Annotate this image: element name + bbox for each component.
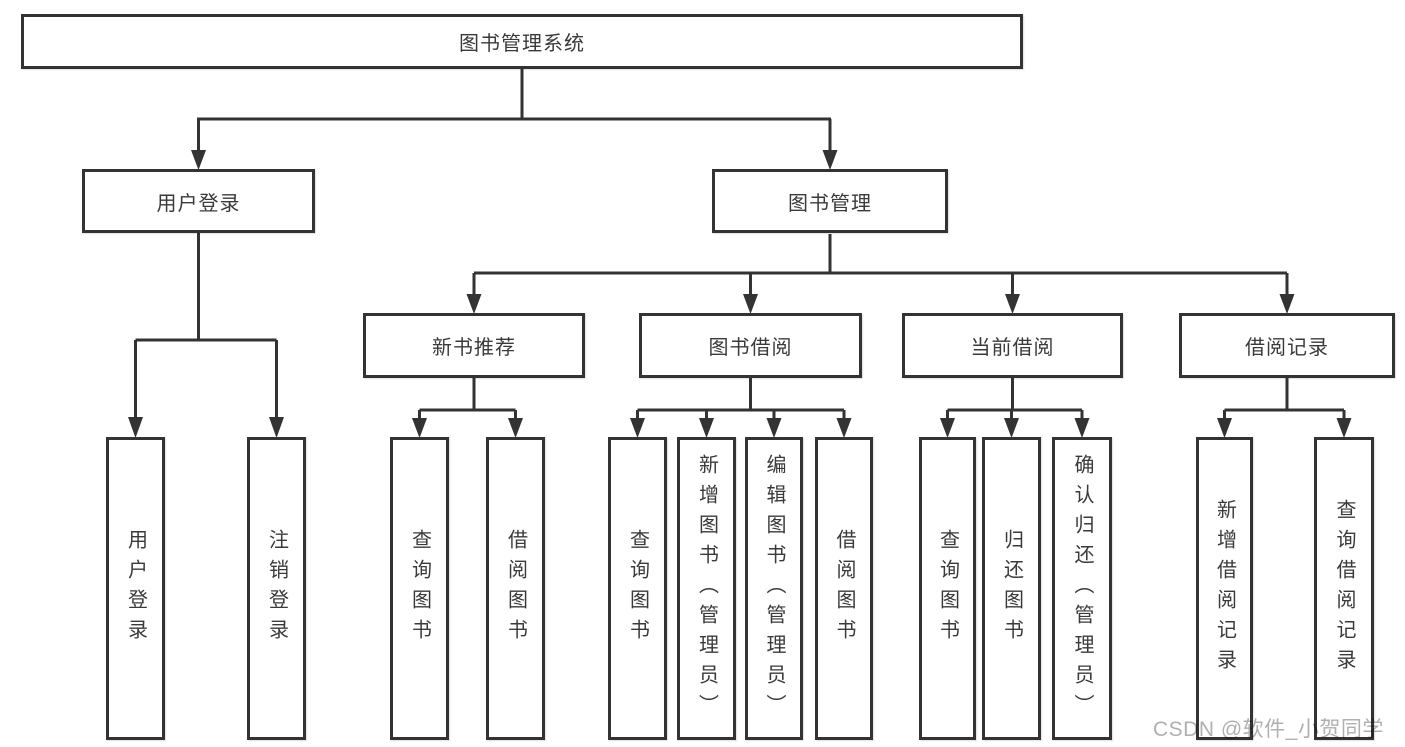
node-label: 新书推荐 [432, 337, 516, 359]
arrow-head [1217, 418, 1232, 438]
node-root: 图书管理系统 [21, 14, 1023, 69]
connector-line [197, 68, 832, 152]
arrow-head [1336, 418, 1352, 438]
leaf-logout: 注销登录 [247, 437, 306, 740]
arrow-head [1279, 294, 1295, 314]
leaf-query-book-newrec: 查询图书 [390, 437, 449, 740]
leaf-add-book-admin: 新增图书（管理员） [677, 437, 736, 740]
arrow-head [466, 294, 482, 314]
connector-line [418, 378, 517, 419]
node-label: 图书借阅 [708, 337, 793, 359]
leaf-label: 查询图书 [408, 528, 431, 649]
connector-current-borrow-group [940, 378, 1090, 438]
leaf-label: 查询借阅记录 [1333, 498, 1355, 679]
leaf-label: 借阅图书 [504, 528, 527, 649]
node-user-login-group: 用户登录 [82, 169, 315, 233]
arrow-head [699, 418, 714, 438]
node-root-label: 图书管理系统 [459, 33, 585, 55]
leaf-query-borrow-record: 查询借阅记录 [1314, 437, 1374, 740]
node-new-book-rec: 新书推荐 [363, 313, 585, 378]
arrow-head [743, 294, 758, 314]
leaf-add-borrow-record: 新增借阅记录 [1196, 437, 1253, 740]
connector-new-book-group [412, 378, 523, 438]
node-label: 图书管理 [788, 192, 872, 215]
node-borrow-records: 借阅记录 [1179, 313, 1395, 378]
leaf-borrow-book-borrow: 借阅图书 [815, 437, 873, 740]
arrow-head [1074, 418, 1090, 438]
arrow-head [412, 418, 427, 438]
leaf-label: 归还图书 [1000, 528, 1023, 649]
connector-line [1223, 378, 1346, 419]
node-label: 用户登录 [156, 192, 241, 215]
leaf-query-book-borrow: 查询图书 [608, 437, 667, 740]
leaf-label: 新增图书（管理员） [695, 453, 718, 724]
csdn-watermark: CSDN @软件_小贺同学 [1153, 718, 1384, 741]
leaf-label: 新增借阅记录 [1213, 498, 1236, 679]
connector-book-borrow-group [630, 378, 852, 438]
leaf-label: 查询图书 [936, 528, 959, 649]
arrow-head [1004, 418, 1019, 438]
leaf-label: 用户登录 [124, 528, 147, 649]
connector-line [472, 234, 1289, 295]
leaf-query-book-current: 查询图书 [919, 437, 976, 740]
leaf-return-book: 归还图书 [982, 437, 1041, 740]
arrow-head [630, 418, 645, 438]
leaf-label: 注销登录 [265, 528, 288, 649]
arrow-head [269, 417, 284, 438]
node-label: 当前借阅 [970, 337, 1055, 359]
node-label: 借阅记录 [1245, 337, 1329, 359]
arrow-head [1005, 294, 1020, 314]
arrow-head [940, 418, 955, 438]
leaf-label: 确认归还（管理员） [1071, 453, 1093, 724]
arrow-head [508, 418, 523, 438]
leaf-borrow-book-newrec: 借阅图书 [486, 437, 545, 740]
connector-root-to-level2 [191, 68, 838, 170]
leaf-user-login: 用户登录 [106, 437, 165, 740]
connector-line [134, 233, 278, 419]
node-current-borrow: 当前借阅 [902, 313, 1123, 378]
leaf-label: 查询图书 [626, 528, 649, 649]
node-book-borrow: 图书借阅 [639, 313, 862, 378]
arrow-head [766, 418, 782, 438]
connector-line [946, 378, 1084, 419]
leaf-confirm-return-admin: 确认归还（管理员） [1052, 437, 1112, 740]
connector-book-mgmt-group [466, 234, 1295, 314]
leaf-label: 借阅图书 [833, 528, 855, 649]
node-book-mgmt-group: 图书管理 [712, 169, 948, 233]
arrow-head [191, 150, 206, 170]
connector-borrow-records-group [1217, 378, 1352, 438]
leaf-edit-book-admin: 编辑图书（管理员） [745, 437, 803, 740]
arrow-head [836, 418, 852, 438]
leaf-label: 编辑图书（管理员） [763, 453, 785, 724]
connector-line [636, 378, 846, 419]
arrow-head [128, 417, 143, 438]
arrow-head [822, 150, 838, 170]
connector-user-login-group [128, 233, 284, 438]
